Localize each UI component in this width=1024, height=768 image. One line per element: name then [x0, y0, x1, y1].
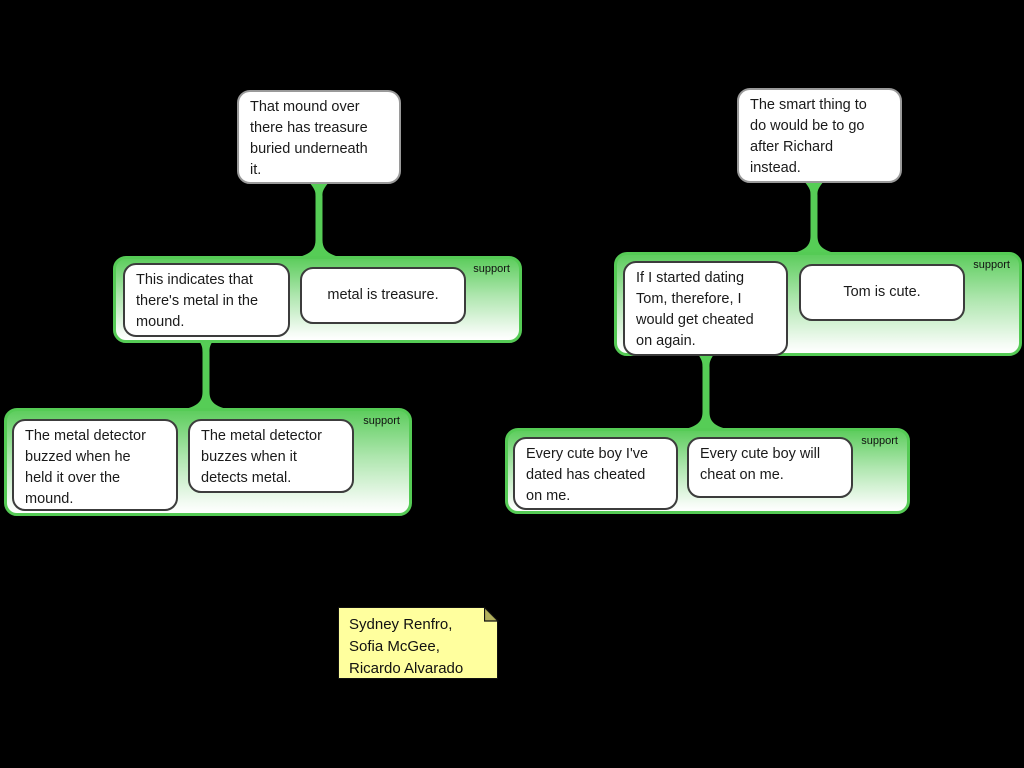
connector-stem — [171, 339, 241, 412]
support-label: support — [473, 263, 510, 275]
support-label: support — [861, 435, 898, 447]
note-fold-corner-icon — [484, 607, 499, 622]
connector-stem — [671, 354, 741, 432]
claim-box[interactable]: That mound over there has treasure burie… — [237, 90, 401, 184]
support-group[interactable]: support This indicates that there's meta… — [113, 256, 522, 343]
sticky-note[interactable]: Sydney Renfro, Sofia McGee, Ricardo Alva… — [338, 607, 498, 679]
premise-box[interactable]: metal is treasure. — [300, 267, 466, 324]
support-group[interactable]: support The metal detector buzzed when h… — [4, 408, 412, 516]
support-group[interactable]: support Every cute boy I've dated has ch… — [505, 428, 910, 514]
premise-box[interactable]: The metal detector buzzed when he held i… — [12, 419, 178, 511]
support-label: support — [973, 259, 1010, 271]
premise-box[interactable]: The metal detector buzzes when it detect… — [188, 419, 354, 493]
premise-box[interactable]: This indicates that there's metal in the… — [123, 263, 290, 337]
connector-stem — [285, 182, 353, 260]
connector-stem — [780, 181, 848, 256]
support-group[interactable]: support If I started dating Tom, therefo… — [614, 252, 1022, 356]
support-label: support — [363, 415, 400, 427]
premise-box[interactable]: If I started dating Tom, therefore, I wo… — [623, 261, 788, 356]
premise-box[interactable]: Tom is cute. — [799, 264, 965, 321]
premise-box[interactable]: Every cute boy I've dated has cheated on… — [513, 437, 678, 510]
claim-box[interactable]: The smart thing to do would be to go aft… — [737, 88, 902, 183]
premise-box[interactable]: Every cute boy will cheat on me. — [687, 437, 853, 498]
